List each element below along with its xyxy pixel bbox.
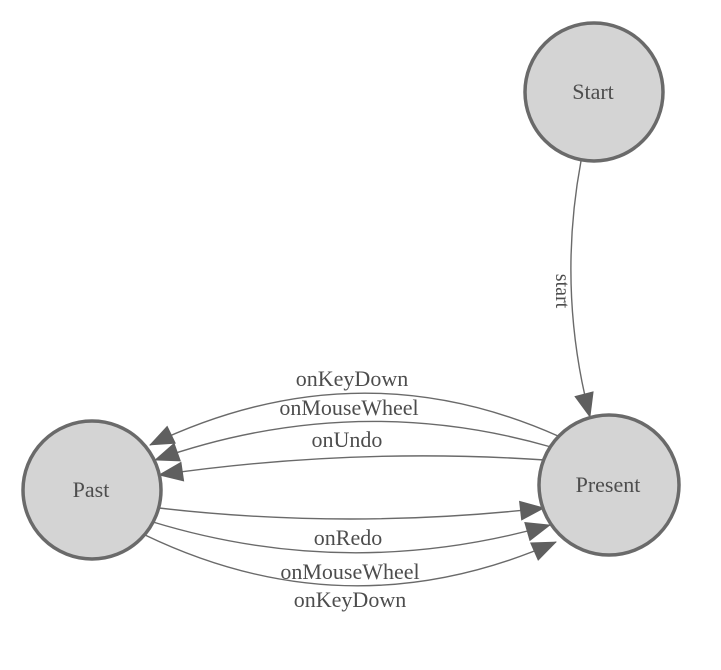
edge-label-onundo: onUndo — [312, 427, 383, 452]
node-past[interactable] — [21, 419, 163, 561]
node-label-start: Start — [572, 79, 614, 104]
node-label-past: Past — [73, 477, 110, 502]
edge-label-onkeydown-bottom: onKeyDown — [294, 587, 406, 612]
edge-start-to-present — [570, 160, 594, 418]
node-label-present: Present — [576, 472, 641, 497]
edge-label-onkeydown-top: onKeyDown — [296, 366, 408, 391]
node-present[interactable] — [537, 413, 681, 557]
edge-present-to-past-mousewheel — [154, 420, 552, 462]
node-start[interactable] — [523, 21, 665, 163]
edge-present-to-past-keydown — [149, 392, 559, 446]
edge-label-onredo: onRedo — [314, 525, 382, 550]
edge-label-onmousewheel-bottom: onMouseWheel — [280, 559, 419, 584]
edge-label-onmousewheel-top: onMouseWheel — [279, 395, 418, 420]
edge-past-to-present-mousewheel — [152, 521, 551, 554]
edge-past-to-present-redo — [158, 500, 545, 521]
edge-present-to-past-undo — [158, 455, 546, 482]
edge-label-start: start — [551, 274, 573, 309]
edge-past-to-present-keydown — [144, 534, 557, 587]
